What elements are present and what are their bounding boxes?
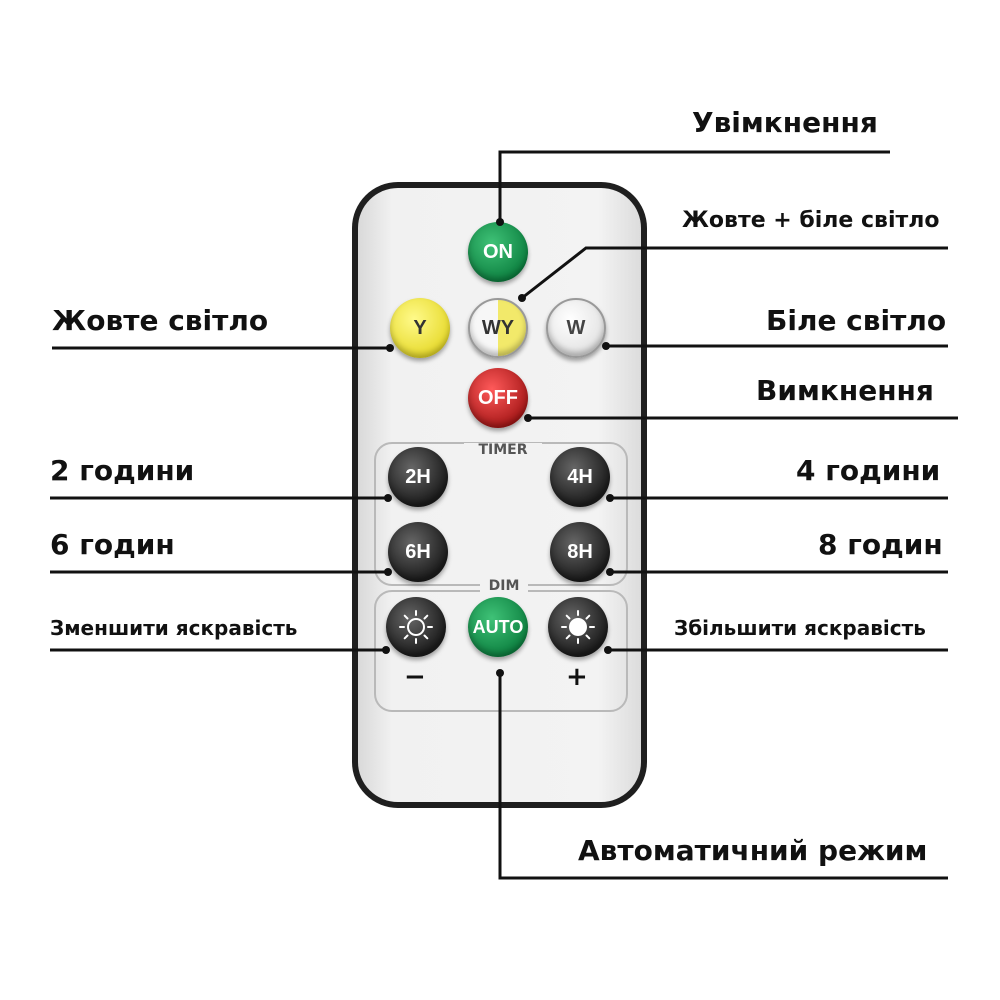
increase-brightness-button[interactable]	[548, 597, 608, 657]
auto-button[interactable]: AUTO	[468, 597, 528, 657]
off-button[interactable]: OFF	[468, 368, 528, 428]
callout-yellow-white-light: Жовте + біле світло	[682, 208, 940, 233]
callout-yellow-light: Жовте світло	[52, 304, 269, 337]
minus-sign: −	[404, 662, 426, 692]
white-yellow-light-button[interactable]: WY	[468, 298, 528, 358]
callout-eight-hours: 8 годин	[818, 528, 943, 561]
dim-group-title: DIM	[480, 579, 528, 593]
sun-dim-icon	[399, 610, 433, 644]
leader-line-power-on	[498, 150, 890, 222]
timer-group-title: TIMER	[464, 443, 542, 457]
yellow-light-button[interactable]: Y	[390, 298, 450, 358]
callout-six-hours: 6 годин	[50, 528, 175, 561]
decrease-brightness-button[interactable]	[386, 597, 446, 657]
callout-two-hours: 2 години	[50, 454, 195, 487]
callout-power-on: Увімкнення	[692, 106, 878, 139]
callout-white-light: Біле світло	[766, 304, 947, 337]
callout-auto-mode: Автоматичний режим	[578, 834, 928, 867]
timer-4h-button[interactable]: 4H	[550, 447, 610, 507]
on-button[interactable]: ON	[468, 222, 528, 282]
callout-decrease-brightness: Зменшити яскравість	[50, 616, 298, 640]
plus-sign: +	[566, 662, 588, 692]
timer-2h-button[interactable]: 2H	[388, 447, 448, 507]
white-light-button[interactable]: W	[546, 298, 606, 358]
leader-line-auto	[498, 673, 948, 880]
sun-bright-icon	[561, 610, 595, 644]
callout-increase-brightness: Збільшити яскравість	[674, 616, 926, 640]
leader-line-yellow-white	[521, 246, 948, 300]
timer-8h-button[interactable]: 8H	[550, 522, 610, 582]
callout-power-off: Вимкнення	[756, 374, 934, 407]
timer-6h-button[interactable]: 6H	[388, 522, 448, 582]
callout-four-hours: 4 години	[796, 454, 941, 487]
